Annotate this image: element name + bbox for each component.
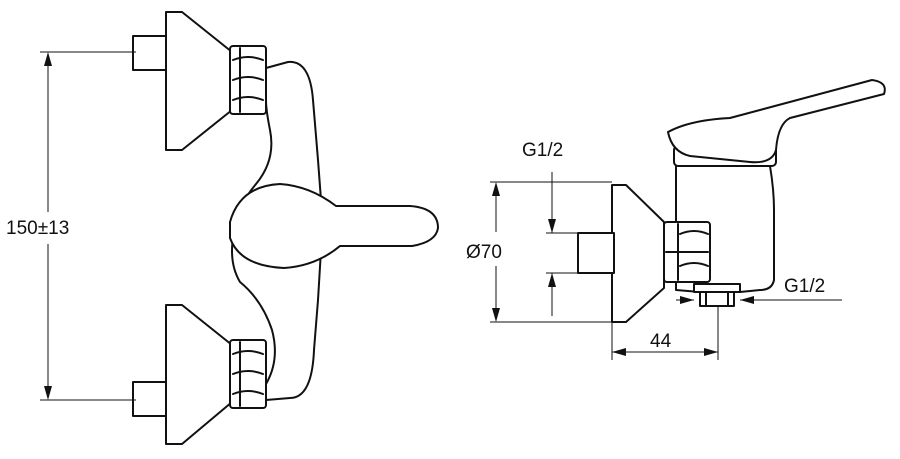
diameter-dimension xyxy=(490,181,612,323)
side-lever-handle xyxy=(667,79,886,164)
upper-hex-nut xyxy=(229,45,267,115)
outlet-connector xyxy=(693,283,741,307)
side-hex-nut xyxy=(663,221,711,283)
side-inlet-stub xyxy=(577,232,615,274)
depth-label: 44 xyxy=(650,331,672,352)
inlet-thread-dimension xyxy=(546,172,578,316)
lower-inlet-stub xyxy=(132,381,170,417)
front-lever-handle xyxy=(229,183,439,269)
lower-hex-nut xyxy=(229,339,267,409)
inlet-thread-label: G1/2 xyxy=(522,140,563,161)
outlet-thread-label: G1/2 xyxy=(784,276,825,297)
front-view: 150±13 xyxy=(6,11,439,445)
lower-escutcheon xyxy=(165,304,233,445)
upper-inlet-stub xyxy=(132,35,170,71)
side-view: Ø70 G1/2 G1/2 44 xyxy=(466,79,886,360)
depth-dimension xyxy=(611,306,719,360)
outlet-thread-dimension xyxy=(676,296,842,304)
side-escutcheon xyxy=(611,184,665,323)
diameter-label: Ø70 xyxy=(466,242,502,263)
spacing-label: 150±13 xyxy=(6,218,69,239)
upper-escutcheon xyxy=(165,11,233,151)
spacing-dimension xyxy=(40,51,136,401)
